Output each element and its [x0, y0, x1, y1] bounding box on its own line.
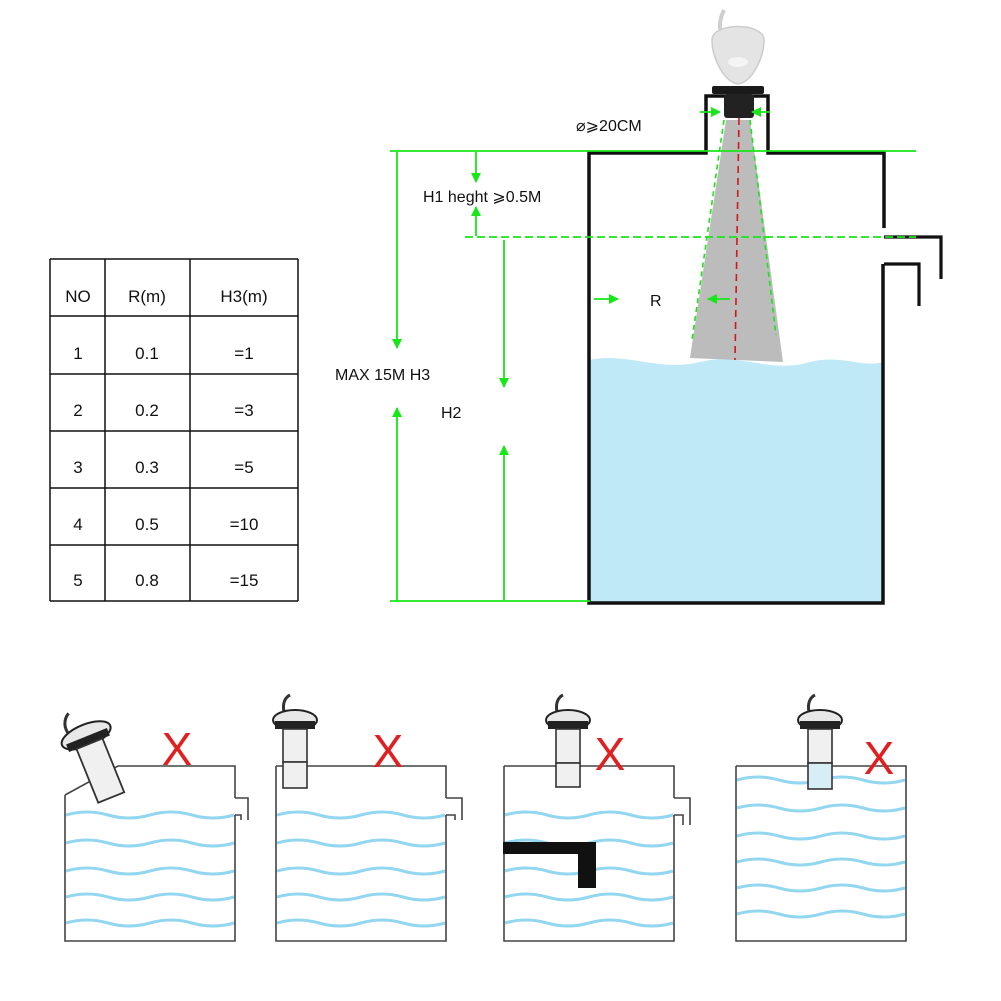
table-grid — [49, 258, 299, 602]
radar-sensor-icon — [711, 9, 765, 118]
table-cell: 3 — [73, 458, 82, 477]
waves — [65, 810, 235, 928]
table-cell: 1 — [73, 344, 82, 363]
outlet-pipe — [674, 797, 691, 825]
table-cell: 0.1 — [135, 344, 159, 363]
wrong-install-submerged: X — [735, 693, 907, 942]
outlet-pipe — [235, 797, 249, 820]
tank-outline — [735, 765, 907, 942]
table-cell: 0.2 — [135, 401, 159, 420]
spec-table: NO R(m) H3(m) 1 0.1 =1 2 0.2 =3 3 0.3 =5… — [49, 258, 299, 602]
table-cell: 0.8 — [135, 571, 159, 590]
h2-label: H2 — [441, 405, 462, 422]
wrong-install-long-nozzle: X — [272, 693, 463, 942]
table-cell: 5 — [73, 571, 82, 590]
table-header-no: NO — [65, 287, 91, 306]
beam-center-line — [734, 117, 740, 361]
wrong-mark: X — [595, 728, 626, 780]
sensor-in-long-nozzle-icon — [272, 693, 318, 789]
tank-outline — [64, 765, 236, 942]
wrong-mark: X — [864, 732, 895, 784]
table-cell: =15 — [230, 571, 259, 590]
table-header-r: R(m) — [128, 287, 166, 306]
waves — [276, 810, 446, 928]
dimension-lines — [390, 107, 916, 602]
table-cell: =5 — [234, 458, 253, 477]
wrong-mark: X — [373, 725, 404, 777]
sensor-above-obstacle-icon — [545, 693, 591, 788]
nozzle-diameter-label: ⌀⩾20CM — [576, 118, 642, 135]
sensor-tilted-icon — [60, 712, 126, 804]
wrong-mark: X — [162, 723, 193, 775]
main-tank-diagram: ⌀⩾20CM H1 heght ⩾0.5M MAX 15M H3 H2 R — [335, 9, 943, 605]
tank-outline — [275, 765, 447, 942]
h1-label: H1 heght ⩾0.5M — [423, 189, 541, 206]
table-cell: 4 — [73, 515, 82, 534]
r-label: R — [650, 293, 662, 310]
table-cell: 2 — [73, 401, 82, 420]
wrong-install-tilted: X — [60, 712, 249, 942]
tank-outline — [587, 94, 886, 605]
table-cell: =10 — [230, 515, 259, 534]
beam-edge-right — [749, 119, 777, 336]
beam-edge-left — [691, 119, 725, 341]
table-cell: 0.5 — [135, 515, 159, 534]
outlet-pipe — [884, 235, 943, 306]
sensor-submerged-icon — [797, 693, 843, 790]
table-cell: =1 — [234, 344, 253, 363]
waves — [736, 775, 906, 919]
table-cell: 0.3 — [135, 458, 159, 477]
wrong-install-obstacle: X — [503, 693, 691, 942]
obstacle-bracket — [503, 842, 596, 888]
table-header-h3: H3(m) — [220, 287, 267, 306]
table-cell: =3 — [234, 401, 253, 420]
outlet-pipe — [446, 797, 463, 820]
liquid — [590, 358, 883, 602]
h3-label: MAX 15M H3 — [335, 367, 430, 384]
